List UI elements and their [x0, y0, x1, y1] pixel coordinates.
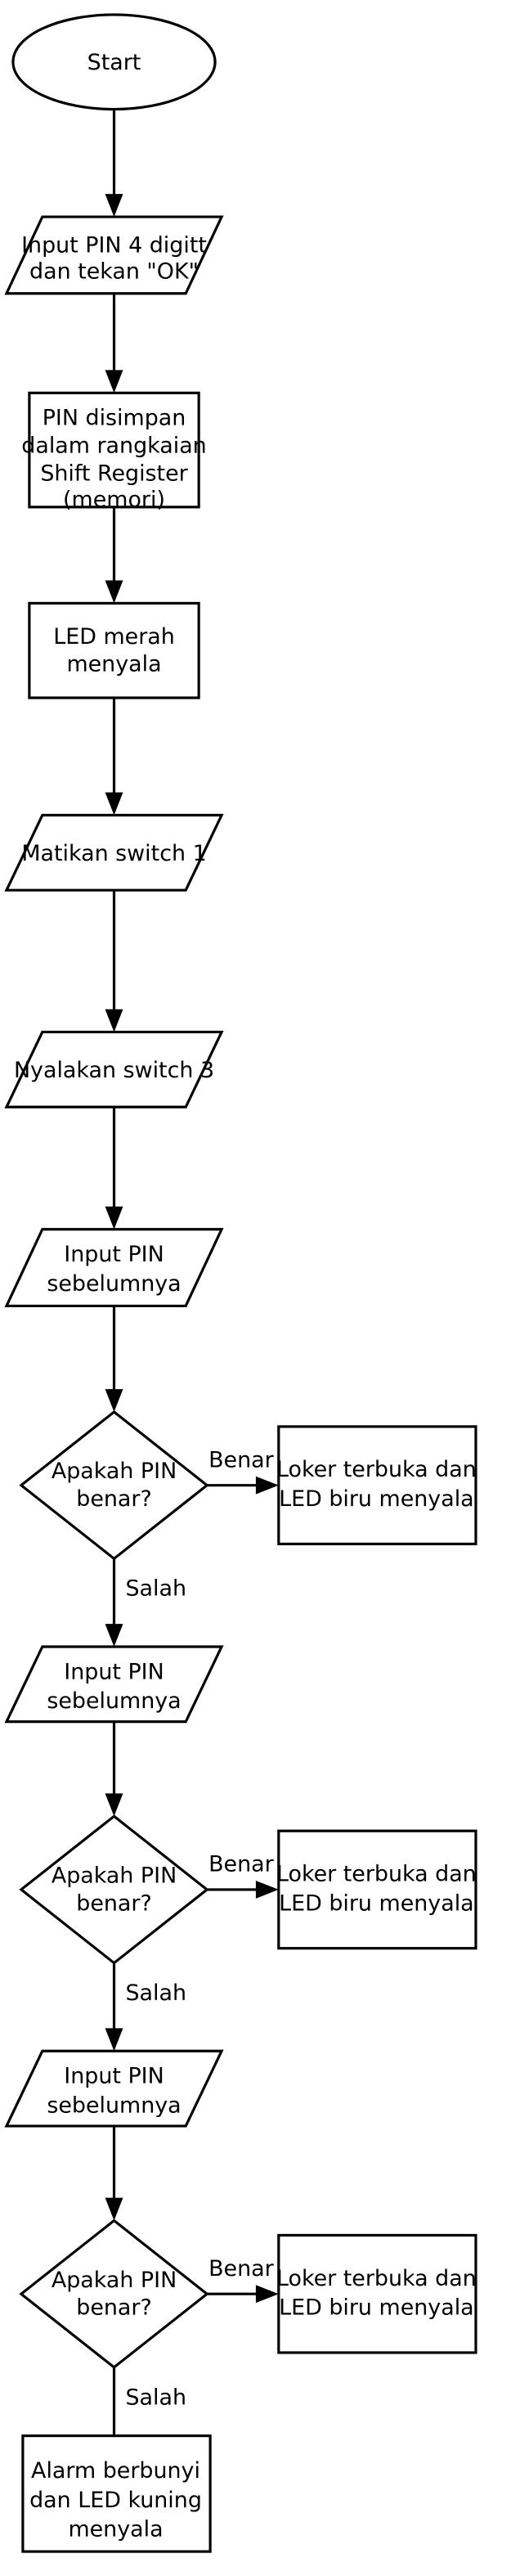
edge-benar-3: Benar [207, 2256, 279, 2304]
input-pin-4-digit-line2: dan tekan "OK" [29, 258, 199, 284]
loker-terbuka-2-line1: Loker terbuka dan [276, 1861, 477, 1886]
alarm-berbunyi-line2: dan LED kuning [29, 2488, 202, 2513]
input-pin-sebelumnya-3-line2: sebelumnya [47, 2093, 181, 2119]
node-apakah-pin-benar-3[interactable]: Apakah PIN benar? [19, 2219, 209, 2369]
apakah-pin-benar-2-line1: Apakah PIN [52, 1863, 177, 1888]
pin-disimpan-line2: dalam rangkaian [21, 434, 206, 459]
connector-input-pin-seb-2-to-decision-2 [105, 1721, 123, 1817]
apakah-pin-benar-1-diamond [19, 1409, 209, 1561]
pin-disimpan-line3: Shift Register [40, 461, 188, 486]
connector-led-merah-to-matikan-switch [105, 698, 123, 816]
connector-matikan-to-nyalakan-switch [105, 890, 123, 1032]
nyalakan-switch-3-label: Nyalakan switch 3 [14, 1058, 214, 1083]
node-apakah-pin-benar-2[interactable]: Apakah PIN benar? [19, 1814, 209, 1965]
edge-label-salah-1: Salah [125, 1576, 186, 1602]
input-pin-4-digit-line1: Input PIN 4 digitt [21, 232, 207, 258]
connector-input-pin-seb-1-to-decision-1 [105, 1306, 123, 1412]
led-merah-line2: menyala [66, 652, 161, 677]
loker-terbuka-1-line2: LED biru menyala [279, 1486, 474, 1512]
loker-terbuka-3-line2: LED biru menyala [279, 2295, 474, 2321]
node-input-pin-sebelumnya-3[interactable]: Input PIN sebelumnya [4, 2049, 224, 2128]
input-pin-sebelumnya-1-line2: sebelumnya [47, 1271, 181, 1297]
input-pin-sebelumnya-2-line1: Input PIN [64, 1659, 164, 1684]
input-pin-sebelumnya-3-line1: Input PIN [64, 2064, 164, 2089]
alarm-berbunyi-rect [21, 2434, 212, 2553]
input-pin-sebelumnya-1-parallelogram [4, 1228, 224, 1308]
node-loker-terbuka-2[interactable]: Loker terbuka dan LED biru menyala [276, 1829, 477, 1950]
edge-benar-1: Benar [207, 1447, 279, 1495]
loker-terbuka-3-line1: Loker terbuka dan [276, 2266, 477, 2291]
node-apakah-pin-benar-1[interactable]: Apakah PIN benar? [19, 1409, 209, 1561]
edge-label-benar-3: Benar [208, 2256, 275, 2282]
connector-input-pin-to-pin-disimpan [105, 293, 123, 393]
edge-salah-2: Salah [105, 1962, 186, 2052]
node-loker-terbuka-1[interactable]: Loker terbuka dan LED biru menyala [276, 1425, 477, 1546]
apakah-pin-benar-2-line2: benar? [76, 1890, 151, 1916]
edge-salah-1: Salah [105, 1558, 186, 1647]
loker-terbuka-1-rect [277, 1425, 477, 1546]
alarm-berbunyi-line3: menyala [68, 2517, 163, 2542]
apakah-pin-benar-3-line2: benar? [76, 2295, 151, 2321]
edge-label-salah-3: Salah [125, 2385, 186, 2410]
node-pin-disimpan[interactable]: PIN disimpan dalam rangkaian Shift Regis… [21, 391, 207, 512]
node-input-pin-sebelumnya-1[interactable]: Input PIN sebelumnya [4, 1228, 224, 1308]
apakah-pin-benar-3-line1: Apakah PIN [52, 2268, 177, 2293]
apakah-pin-benar-1-line1: Apakah PIN [52, 1459, 177, 1484]
input-pin-sebelumnya-2-parallelogram [4, 1645, 224, 1724]
input-pin-sebelumnya-1-line1: Input PIN [64, 1242, 164, 1267]
node-matikan-switch-1[interactable]: Matikan switch 1 [4, 813, 224, 892]
matikan-switch-1-label: Matikan switch 1 [21, 841, 206, 866]
loker-terbuka-2-rect [277, 1829, 477, 1950]
connector-pin-disimpan-to-led-merah [105, 506, 123, 604]
edge-label-benar-2: Benar [208, 1852, 275, 1877]
input-pin-4-digit-parallelogram [4, 215, 224, 295]
nyalakan-switch-3-parallelogram [4, 1030, 224, 1108]
node-led-merah[interactable]: LED merah menyala [28, 601, 200, 699]
led-merah-rect [28, 601, 200, 699]
apakah-pin-benar-1-line2: benar? [76, 1486, 151, 1512]
node-loker-terbuka-3[interactable]: Loker terbuka dan LED biru menyala [276, 2233, 477, 2354]
start-label: Start [87, 50, 141, 75]
edge-label-benar-1: Benar [208, 1447, 275, 1472]
node-start[interactable]: Start [11, 13, 217, 111]
apakah-pin-benar-3-diamond [19, 2219, 209, 2369]
node-input-pin-sebelumnya-2[interactable]: Input PIN sebelumnya [4, 1645, 224, 1724]
loker-terbuka-2-line2: LED biru menyala [279, 1890, 474, 1916]
alarm-berbunyi-line1: Alarm berbunyi [31, 2458, 200, 2484]
edge-benar-2: Benar [207, 1852, 279, 1899]
pin-disimpan-line1: PIN disimpan [43, 406, 186, 431]
matikan-switch-1-parallelogram [4, 813, 224, 892]
pin-disimpan-rect [28, 391, 200, 509]
led-merah-line1: LED merah [53, 624, 175, 650]
connector-start-to-input-pin [105, 109, 123, 218]
connector-input-pin-seb-3-to-decision-3 [105, 2125, 123, 2221]
connector-nyalakan-to-input-pin-seb-1 [105, 1107, 123, 1230]
loker-terbuka-3-rect [277, 2233, 477, 2354]
apakah-pin-benar-2-diamond [19, 1814, 209, 1965]
node-alarm-berbunyi[interactable]: Alarm berbunyi dan LED kuning menyala [21, 2434, 212, 2553]
loker-terbuka-1-line1: Loker terbuka dan [276, 1457, 477, 1482]
edge-label-salah-2: Salah [125, 1980, 186, 2006]
input-pin-sebelumnya-2-line2: sebelumnya [47, 1688, 181, 1714]
input-pin-sebelumnya-3-parallelogram [4, 2049, 224, 2128]
node-nyalakan-switch-3[interactable]: Nyalakan switch 3 [4, 1030, 224, 1108]
edge-salah-3: Salah [112, 2367, 186, 2436]
node-input-pin-4-digit[interactable]: Input PIN 4 digitt dan tekan "OK" [4, 215, 224, 295]
